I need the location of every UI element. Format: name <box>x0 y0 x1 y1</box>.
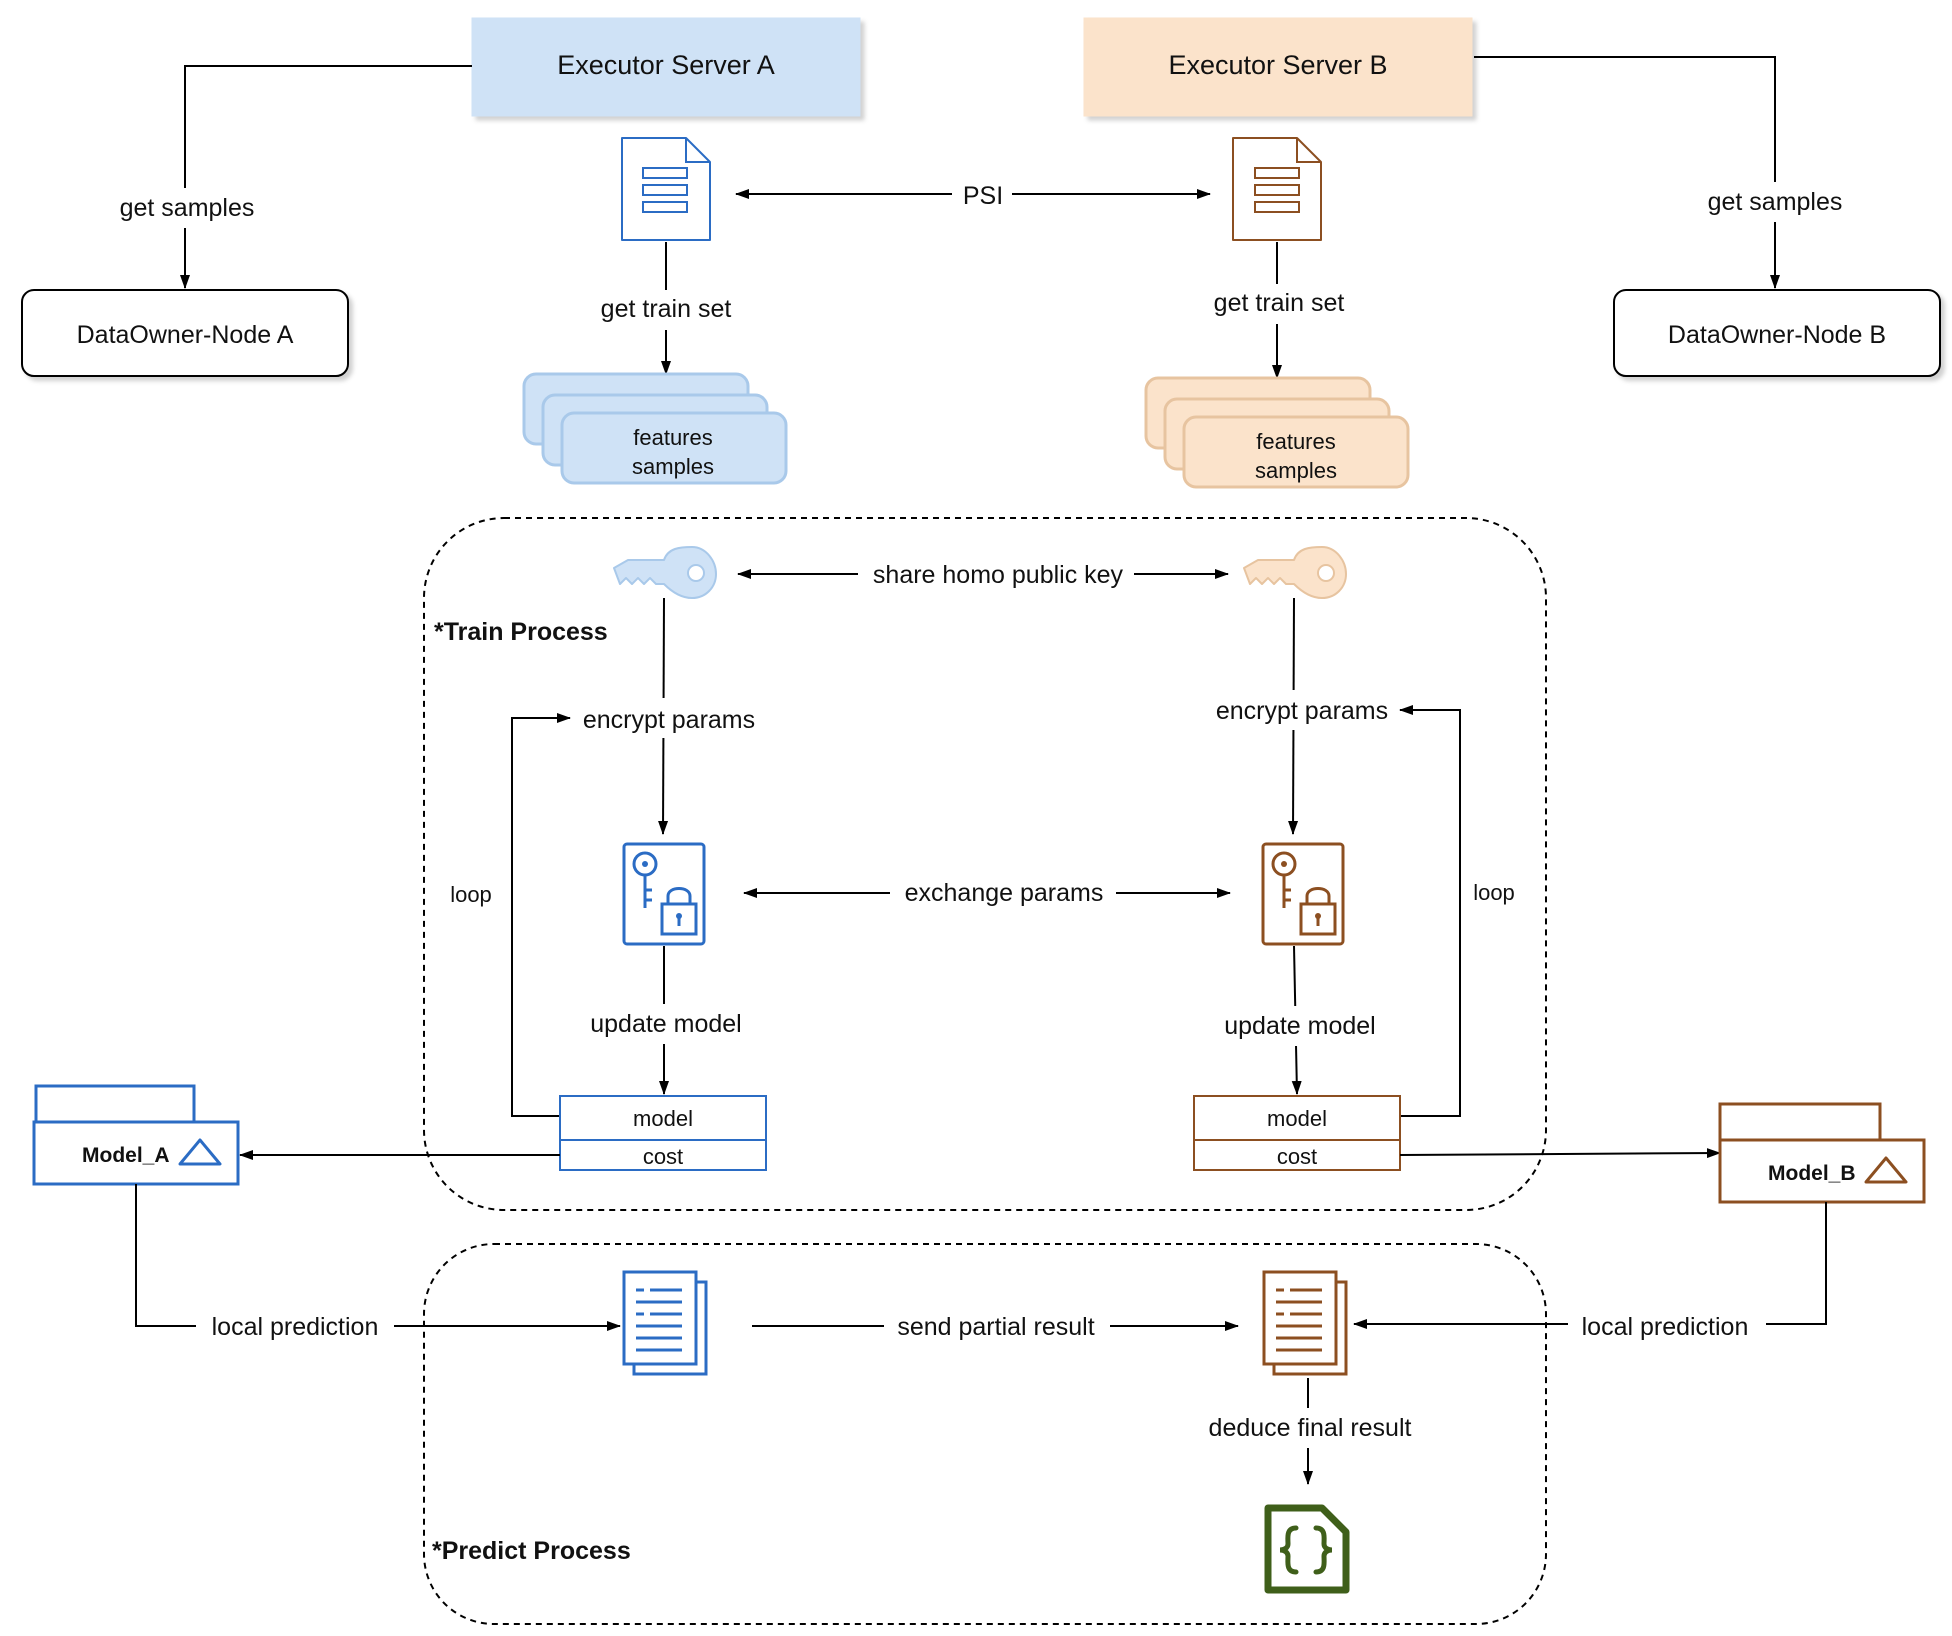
documents-icon-b <box>1262 1270 1348 1376</box>
features-samples-stack-b[interactable]: features samples <box>1144 376 1410 489</box>
executor-server-a-label: Executor Server A <box>557 50 775 80</box>
model-table-b-row-cost: cost <box>1277 1144 1317 1169</box>
train-process-group <box>423 517 1547 1211</box>
edge-get-samples-a <box>180 65 472 289</box>
key-icon-a <box>613 546 717 599</box>
model-b-package[interactable]: Model_B <box>1718 1102 1926 1204</box>
edge-local-prediction-a <box>135 1184 621 1331</box>
stack-a-line-1: features <box>633 425 713 450</box>
edge-cost-to-model-b <box>1399 1148 1721 1159</box>
document-icon-a <box>621 137 711 241</box>
stack-b-line-2: samples <box>1255 458 1337 483</box>
model-table-b-row-model: model <box>1267 1106 1327 1131</box>
json-file-icon <box>1264 1504 1350 1594</box>
label-share-key: share homo public key <box>873 561 1124 589</box>
dataowner-node-a-box[interactable] <box>21 289 349 377</box>
label-update-b: update model <box>1224 1012 1376 1040</box>
label-get-samples-a: get samples <box>120 194 255 222</box>
label-get-train-set-b: get train set <box>1214 289 1345 317</box>
edge-loop-a <box>511 713 571 1117</box>
label-encrypt-a: encrypt params <box>583 706 755 734</box>
label-deduce: deduce final result <box>1209 1414 1412 1442</box>
dataowner-node-b-box[interactable] <box>1613 289 1941 377</box>
label-psi: PSI <box>963 182 1003 210</box>
label-update-a: update model <box>590 1010 742 1038</box>
executor-server-a-box[interactable] <box>471 17 861 117</box>
stack-b-line-1: features <box>1256 429 1336 454</box>
dataowner-node-b-label: DataOwner-Node B <box>1668 321 1886 349</box>
executor-server-b-box[interactable] <box>1083 17 1473 117</box>
label-local-prediction-a: local prediction <box>212 1313 379 1341</box>
encrypted-file-icon-b <box>1261 842 1345 946</box>
edge-local-prediction-b <box>1353 1202 1827 1329</box>
encrypted-file-icon-a <box>622 842 706 946</box>
label-loop-a: loop <box>450 882 492 907</box>
model-b-label: Model_B <box>1768 1162 1856 1185</box>
model-table-a[interactable]: model cost <box>559 1095 767 1171</box>
stack-a-line-2: samples <box>632 454 714 479</box>
train-process-label: *Train Process <box>434 618 608 646</box>
executor-server-b-label: Executor Server B <box>1168 50 1387 80</box>
document-icon-b <box>1232 137 1322 241</box>
model-table-b[interactable]: model cost <box>1193 1095 1401 1171</box>
dataowner-node-a-label: DataOwner-Node A <box>77 321 294 349</box>
documents-icon-a <box>622 1270 708 1376</box>
model-a-package[interactable]: Model_A <box>32 1084 240 1186</box>
model-table-a-row-cost: cost <box>643 1144 683 1169</box>
edge-loop-b <box>1396 705 1461 1117</box>
label-exchange: exchange params <box>905 879 1104 907</box>
model-table-a-row-model: model <box>633 1106 693 1131</box>
key-icon-b <box>1243 546 1347 599</box>
predict-process-label: *Predict Process <box>432 1537 631 1565</box>
label-get-train-set-a: get train set <box>601 295 732 323</box>
label-get-samples-b: get samples <box>1708 188 1843 216</box>
model-a-label: Model_A <box>82 1144 170 1167</box>
label-send-partial: send partial result <box>897 1313 1094 1341</box>
label-loop-b: loop <box>1473 880 1515 905</box>
edge-get-samples-b <box>1474 56 1780 289</box>
label-encrypt-b: encrypt params <box>1216 697 1388 725</box>
label-local-prediction-b: local prediction <box>1582 1313 1749 1341</box>
predict-process-group <box>423 1243 1547 1625</box>
features-samples-stack-a[interactable]: features samples <box>522 372 788 485</box>
